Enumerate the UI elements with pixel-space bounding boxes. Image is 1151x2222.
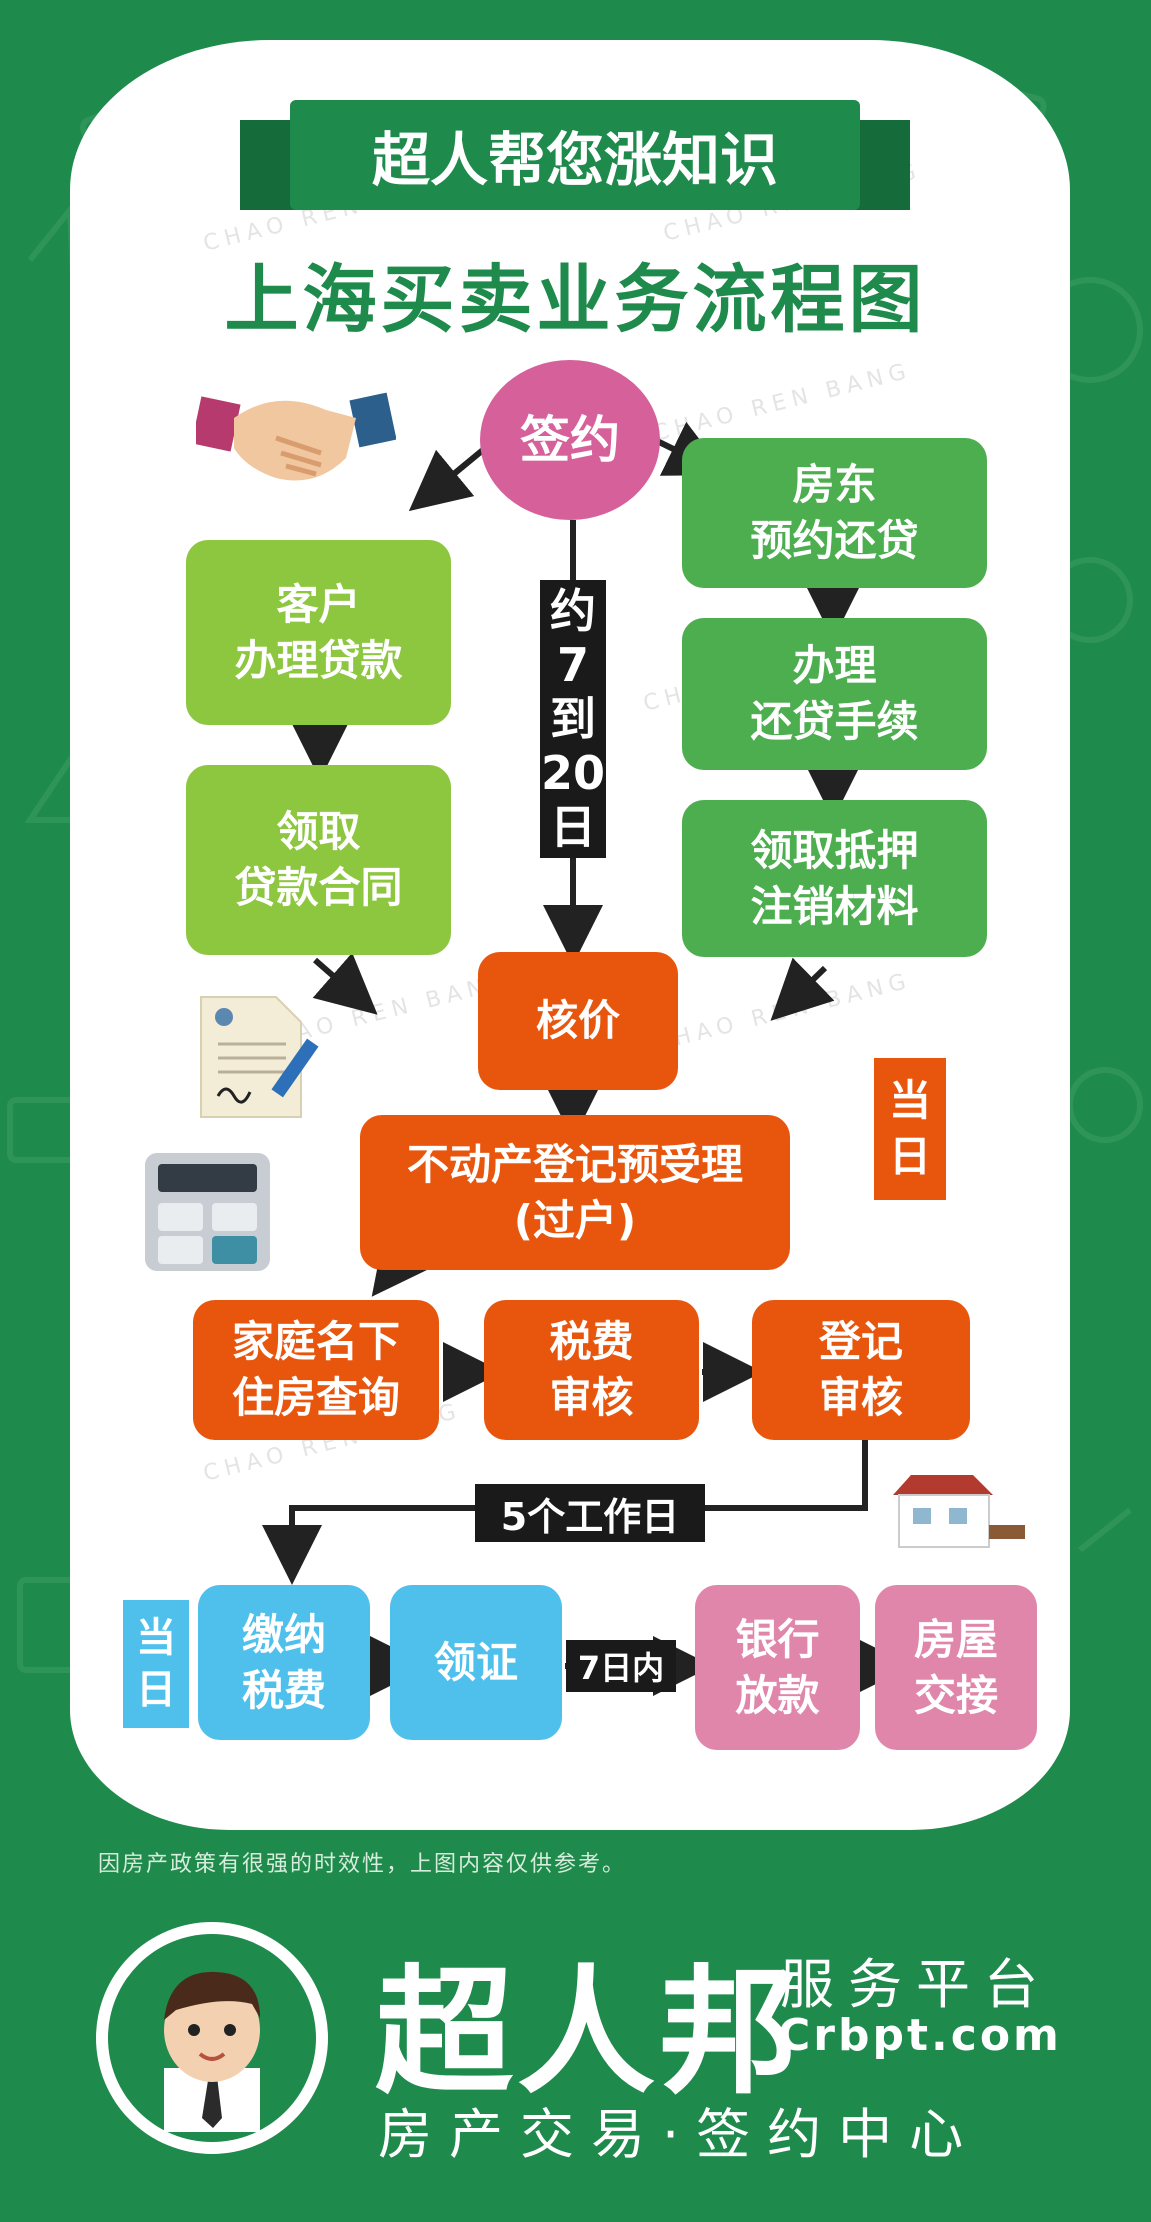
document-pen-icon [200, 996, 319, 1118]
pre-registration-step: 不动产登记预受理 (过户) [360, 1115, 790, 1270]
bank-loan-step: 银行 放款 [695, 1585, 860, 1750]
duration-label-char: 日 [550, 800, 596, 854]
footer-note: 因房产政策有很强的时效性，上图内容仅供参考。 [98, 1852, 627, 1877]
duration-label-char: 约 [550, 584, 596, 638]
banner: 超人帮您涨知识 [290, 100, 860, 210]
brand-subtitle: 房产交易·签约中心 [378, 2103, 981, 2166]
avatar [96, 1922, 328, 2154]
handover-step: 房屋 交接 [875, 1585, 1037, 1750]
tax-review-step: 税费 审核 [484, 1300, 699, 1440]
brand-name: 超人邦 [375, 1952, 802, 2113]
within-7-days-label: 7日内 [566, 1640, 676, 1692]
housing-query-step: 家庭名下 住房查询 [193, 1300, 439, 1440]
brand-url: Crbpt.com [778, 2010, 1062, 2061]
house-icon [893, 1475, 1025, 1548]
five-days-label: 5个工作日 [475, 1484, 705, 1542]
duration-label-char: 到 [550, 692, 596, 746]
duration-label-char: 7 [556, 638, 589, 692]
registration-review-step: 登记 审核 [752, 1300, 970, 1440]
calculator-icon [145, 1153, 270, 1271]
duration-label: 约 7 到 20 日 [540, 580, 606, 858]
same-day-tag: 当 日 [123, 1600, 189, 1728]
page-title: 上海买卖业务流程图 [224, 257, 927, 343]
loan-step: 客户 办理贷款 [186, 540, 451, 725]
certificate-step: 领证 [390, 1585, 562, 1740]
pay-tax-step: 缴纳 税费 [198, 1585, 370, 1740]
duration-label-char: 20 [540, 746, 605, 800]
loan-contract-step: 领取 贷款合同 [186, 765, 451, 955]
mortgage-cancel-step: 领取抵押 注销材料 [682, 800, 987, 957]
appraisal-step: 核价 [478, 952, 678, 1090]
repay-process-step: 办理 还贷手续 [682, 618, 987, 770]
repay-appointment-step: 房东 预约还贷 [682, 438, 987, 588]
same-day-tag: 当 日 [874, 1058, 946, 1200]
handshake-icon [196, 392, 396, 481]
brand-platform: 服务平台 [780, 1953, 1052, 2016]
sign-circle: 签约 [480, 360, 660, 520]
